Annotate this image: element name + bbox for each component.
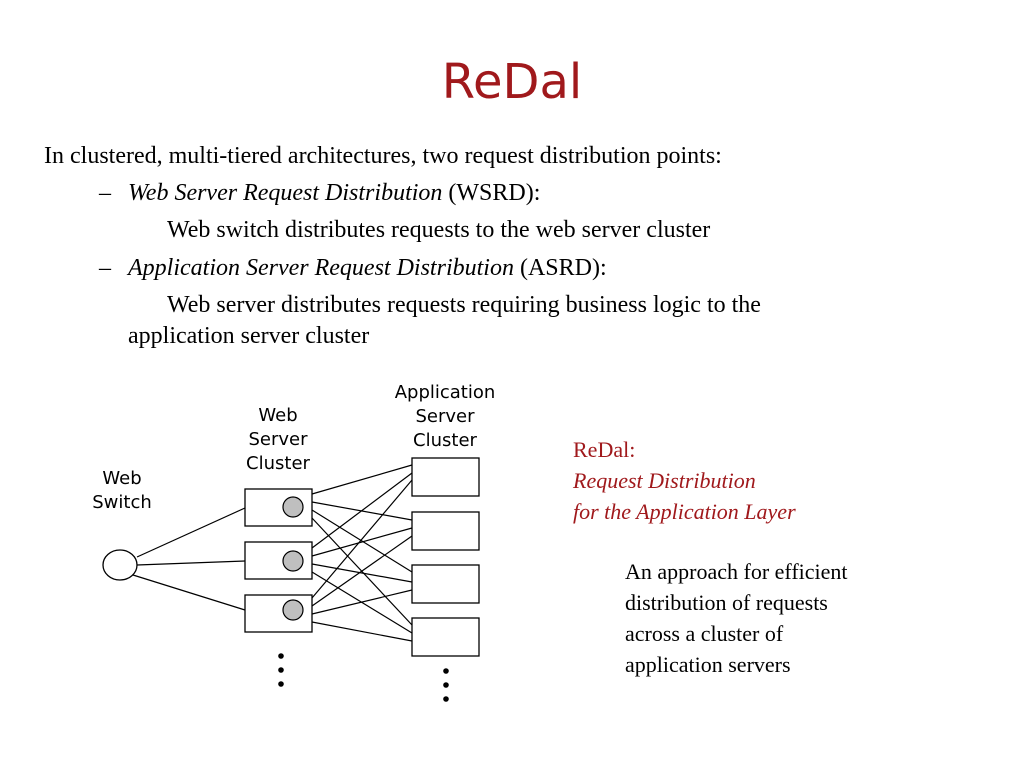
bullet-asrd-rest: (ASRD): [513,255,607,281]
intro-text: In clustered, multi-tiered architectures… [44,143,722,169]
connection-lines [132,464,413,642]
app-server-cluster-label: Application Server Cluster [394,382,496,451]
web-server-2 [244,541,313,580]
link-web1-app3 [311,509,413,573]
bullet-dash: – [99,255,111,281]
redal-callout-name: ReDal: [573,437,636,462]
bullet-asrd-detail-line2: application server cluster [128,323,370,349]
link-web2-app2 [311,527,413,557]
bullet-asrd-text: Application Server Request Distribution … [128,255,607,282]
redal-callout-line3: for the Application Layer [573,499,796,524]
bullet-wsrd-detail: Web switch distributes requests to the w… [167,217,711,243]
bullet-wsrd-rest: (WSRD): [442,180,541,206]
link-switch-web3 [132,574,246,611]
web-server-1 [244,488,313,527]
description-line: across a cluster of [625,621,784,646]
link-switch-web1 [136,507,246,558]
link-web2-app3 [311,563,413,583]
web-server-cluster-label: Web Server Cluster [246,405,310,474]
app-server-4 [411,617,480,657]
app-server-2 [411,511,480,551]
app-cluster-ellipsis [443,668,449,702]
redal-description: An approach for efficient distribution o… [625,556,848,680]
bullet-wsrd-italic: Web Server Request Distribution [128,180,443,206]
slide-title: ReDal [441,54,583,110]
server-dot [282,496,304,518]
server-dot [282,550,304,572]
web-switch-label: Web Switch [92,468,152,513]
web-server-3 [244,594,313,633]
link-web1-app1 [311,464,413,495]
bullet-asrd-detail-line1: Web server distributes requests requirin… [167,292,761,318]
link-web3-app1 [311,479,413,599]
link-web2-app1 [311,472,413,549]
link-switch-web2 [136,560,246,566]
app-server-1 [411,457,480,497]
web-cluster-ellipsis [278,653,284,687]
link-web3-app3 [311,589,413,615]
redal-callout-line2: Request Distribution [573,468,756,493]
link-web3-app2 [311,535,413,607]
bullet-dash: – [99,180,111,206]
server-dot [282,599,304,621]
web-switch-node [102,549,138,581]
app-server-3 [411,564,480,604]
description-line: application servers [625,652,791,677]
bullet-wsrd-text: Web Server Request Distribution (WSRD): [128,180,540,207]
description-line: distribution of requests [625,590,828,615]
redal-callout: ReDal: Request Distribution for the Appl… [573,434,796,527]
description-line: An approach for efficient [625,559,848,584]
link-web3-app4 [311,621,413,642]
bullet-asrd-italic: Application Server Request Distribution [128,255,514,281]
